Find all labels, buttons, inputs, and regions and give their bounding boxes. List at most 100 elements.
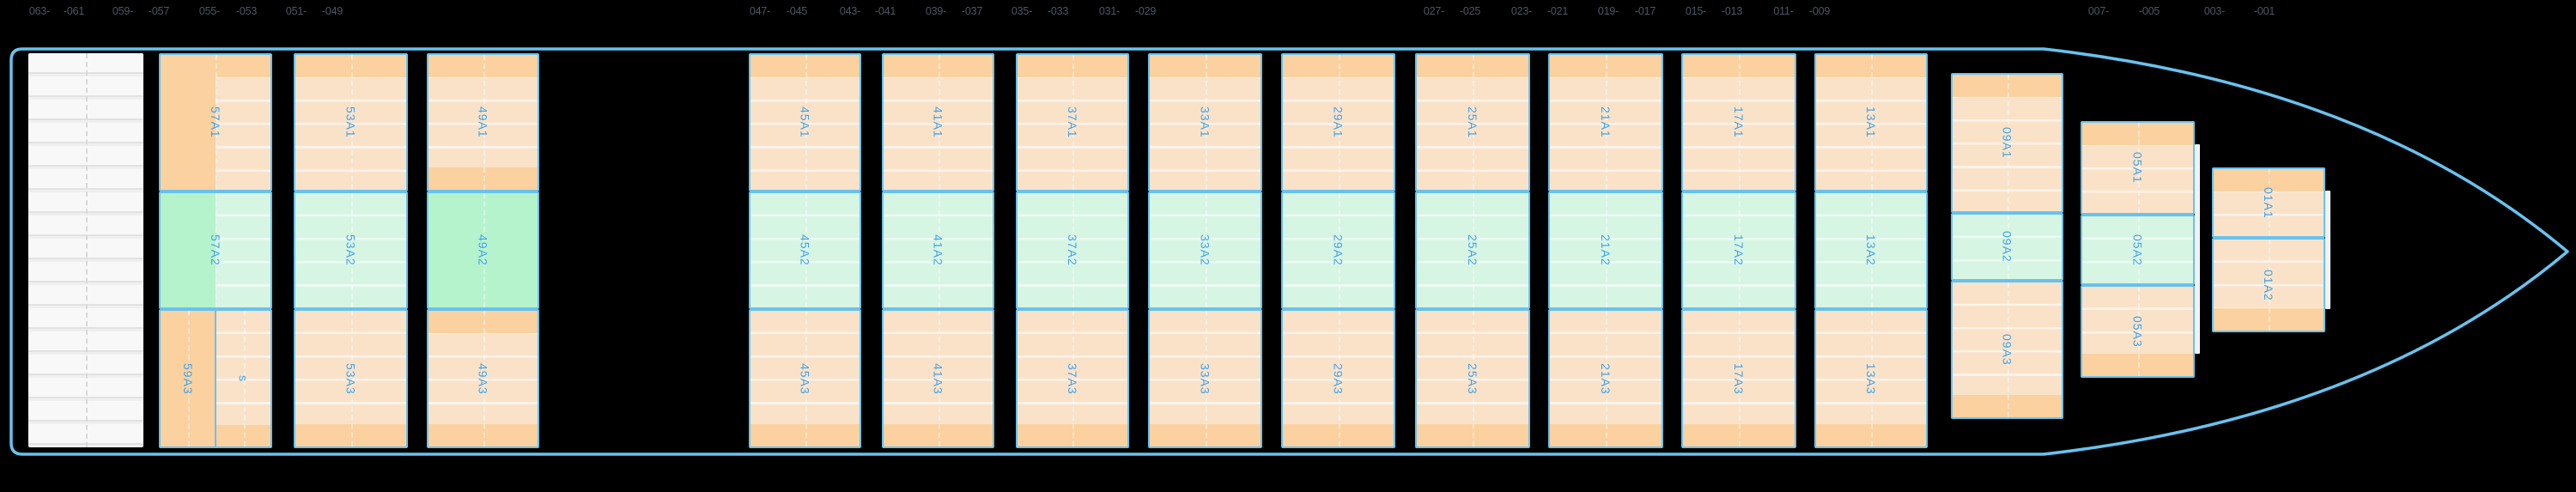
ruler-label-049: -049 bbox=[321, 5, 343, 17]
bay-cell-37A3[interactable]: 37A3 bbox=[1016, 309, 1129, 448]
bay-cell-01A1[interactable]: 01A1 bbox=[2212, 167, 2325, 238]
ruler-label-047: 047- bbox=[749, 5, 771, 17]
bay-cell-17A3[interactable]: 17A3 bbox=[1681, 309, 1796, 448]
occupied-slot-region bbox=[1550, 55, 1662, 78]
ruler-label-035: 035- bbox=[1011, 5, 1033, 17]
bay-cell-41A1[interactable]: 41A1 bbox=[882, 53, 994, 191]
bay-cell-s[interactable]: s bbox=[215, 309, 272, 448]
bay-cell-41A3[interactable]: 41A3 bbox=[882, 309, 994, 448]
empty-slot-row bbox=[28, 146, 143, 167]
bay-cell-59A3[interactable]: 59A3 bbox=[159, 309, 217, 448]
ruler-label-007: 007- bbox=[2087, 5, 2110, 17]
bay-cell-13A1[interactable]: 13A1 bbox=[1814, 53, 1928, 191]
occupied-slot-region bbox=[1953, 395, 2062, 417]
ruler-label-027: 027- bbox=[1423, 5, 1445, 17]
bay-cell-29A1[interactable]: 29A1 bbox=[1281, 53, 1395, 191]
bay-cell-09A2[interactable]: 09A2 bbox=[1951, 213, 2063, 281]
bay-edge-strip bbox=[2195, 144, 2200, 354]
ruler-label-017: -017 bbox=[1634, 5, 1656, 17]
bay-cell-45A2[interactable]: 45A2 bbox=[749, 191, 861, 309]
bay-cell-label: 53A2 bbox=[343, 234, 358, 266]
bay-cell-25A2[interactable]: 25A2 bbox=[1415, 191, 1530, 309]
bay-cell-21A3[interactable]: 21A3 bbox=[1548, 309, 1663, 448]
bay-cell-21A1[interactable]: 21A1 bbox=[1548, 53, 1663, 191]
ruler-label-023: 023- bbox=[1510, 5, 1533, 17]
ruler-label-005: -005 bbox=[2138, 5, 2160, 17]
bay-cell-49A2[interactable]: 49A2 bbox=[427, 191, 539, 309]
bay-cell-57A1[interactable]: 57A1 bbox=[159, 53, 272, 191]
bay-cell-09A1[interactable]: 09A1 bbox=[1951, 73, 2063, 213]
occupied-slot-region bbox=[161, 55, 270, 78]
bay-cell-13A3[interactable]: 13A3 bbox=[1814, 309, 1928, 448]
occupied-slot-region bbox=[750, 55, 860, 78]
occupied-slot-region bbox=[428, 193, 538, 307]
bay-cell-05A1[interactable]: 05A1 bbox=[2081, 121, 2195, 215]
bay-cell-57A2[interactable]: 57A2 bbox=[159, 191, 272, 309]
occupied-slot-region bbox=[2214, 308, 2324, 331]
ruler-label-029: -029 bbox=[1134, 5, 1157, 17]
bay-cell-37A1[interactable]: 37A1 bbox=[1016, 53, 1129, 191]
bay-cell-45A3[interactable]: 45A3 bbox=[749, 309, 861, 448]
bay-cell-21A2[interactable]: 21A2 bbox=[1548, 191, 1663, 309]
empty-slot-row bbox=[28, 262, 143, 282]
hull-path bbox=[9, 47, 2569, 456]
bay-cell-label: 29A2 bbox=[1331, 234, 1346, 266]
bay-cell-label: 37A2 bbox=[1066, 234, 1079, 266]
bay-cell-01A2[interactable]: 01A2 bbox=[2212, 238, 2325, 332]
bay-cell-13A2[interactable]: 13A2 bbox=[1814, 191, 1928, 309]
ruler-label-051: 051- bbox=[285, 5, 307, 17]
bay-cell-41A2[interactable]: 41A2 bbox=[882, 191, 994, 309]
bay-cell-33A2[interactable]: 33A2 bbox=[1148, 191, 1262, 309]
bay-cell-25A3[interactable]: 25A3 bbox=[1415, 309, 1530, 448]
ruler-label-045: -045 bbox=[786, 5, 808, 17]
occupied-slot-region bbox=[1018, 55, 1127, 78]
occupied-slot-region bbox=[1283, 423, 1394, 446]
bay-cell-53A2[interactable]: 53A2 bbox=[294, 191, 408, 309]
bay-cell-53A3[interactable]: 53A3 bbox=[294, 309, 408, 448]
ruler-label-043: 043- bbox=[839, 5, 861, 17]
bay-cell-05A3[interactable]: 05A3 bbox=[2081, 285, 2195, 378]
empty-slot-row bbox=[28, 169, 143, 190]
bay-cell-53A1[interactable]: 53A1 bbox=[294, 53, 408, 191]
occupied-slot-region bbox=[1816, 55, 1926, 78]
bay-cell-17A1[interactable]: 17A1 bbox=[1681, 53, 1796, 191]
bay-cell-45A1[interactable]: 45A1 bbox=[749, 53, 861, 191]
bay-cell-17A2[interactable]: 17A2 bbox=[1681, 191, 1796, 309]
bay-cell-33A1[interactable]: 33A1 bbox=[1148, 53, 1262, 191]
bay-cell-25A1[interactable]: 25A1 bbox=[1415, 53, 1530, 191]
bay-cell-label: 05A2 bbox=[2130, 234, 2145, 266]
occupied-slot-region bbox=[1683, 423, 1795, 446]
empty-slot-row bbox=[28, 216, 143, 236]
ruler-label-001: -001 bbox=[2253, 5, 2275, 17]
occupied-slot-region bbox=[1550, 423, 1662, 446]
bay-cell-label: 17A2 bbox=[1732, 234, 1746, 266]
occupied-slot-region bbox=[428, 423, 538, 446]
bay-cell-label: 21A2 bbox=[1599, 234, 1613, 266]
bay-cell-33A3[interactable]: 33A3 bbox=[1148, 309, 1262, 448]
bay-cell-29A3[interactable]: 29A3 bbox=[1281, 309, 1395, 448]
bay-cell-09A3[interactable]: 09A3 bbox=[1951, 281, 2063, 419]
occupied-slot-region bbox=[1816, 423, 1926, 446]
bay-cell-49A3[interactable]: 49A3 bbox=[427, 309, 539, 448]
empty-slot-row bbox=[28, 123, 143, 143]
occupied-slot-region bbox=[884, 423, 993, 446]
occupied-slot-region bbox=[295, 423, 406, 446]
empty-slot-row bbox=[28, 285, 143, 306]
occupied-slot-region bbox=[884, 55, 993, 78]
bay-cell-05A2[interactable]: 05A2 bbox=[2081, 215, 2195, 285]
ruler-label-003: 003- bbox=[2203, 5, 2226, 17]
bay-cell-37A2[interactable]: 37A2 bbox=[1016, 191, 1129, 309]
ruler-label-021: -021 bbox=[1546, 5, 1569, 17]
occupied-slot-region bbox=[1417, 55, 1528, 78]
ruler-label-041: -041 bbox=[874, 5, 896, 17]
occupied-slot-region bbox=[1150, 423, 1261, 446]
empty-slot-row bbox=[28, 424, 143, 445]
bay-cell-49A1[interactable]: 49A1 bbox=[427, 53, 539, 191]
ruler-label-013: -013 bbox=[1721, 5, 1743, 17]
ruler-label-025: -025 bbox=[1459, 5, 1481, 17]
empty-slot-row bbox=[28, 239, 143, 259]
ruler-label-061: -061 bbox=[63, 5, 85, 17]
occupied-slot-region bbox=[216, 424, 270, 446]
bay-cell-29A2[interactable]: 29A2 bbox=[1281, 191, 1395, 309]
